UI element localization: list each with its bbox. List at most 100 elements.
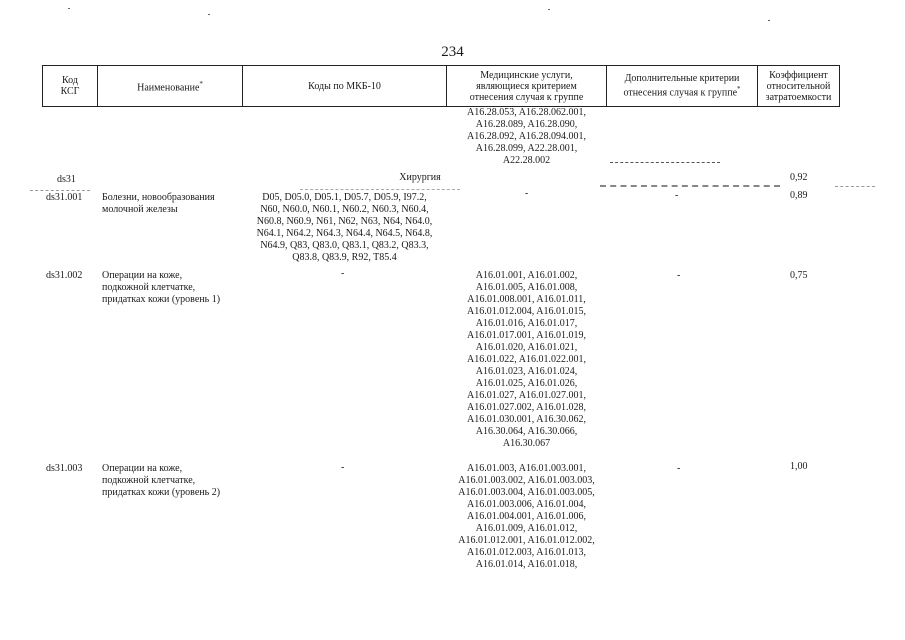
service-code-line: A16.01.009, A16.01.012,: [475, 523, 578, 534]
header-code-line: Код: [62, 75, 78, 86]
service-code-line: A16.28.089, A16.28.090,: [475, 119, 578, 130]
service-code-line: A16.01.012.001, A16.01.012.002,: [458, 535, 595, 546]
row-name-line: Операции на коже,: [102, 270, 183, 281]
row-additional: -: [677, 463, 681, 474]
row-name: Операции на коже, подкожной клетчатке, п…: [102, 270, 220, 306]
header-services: Медицинские услуги, являющиеся критерием…: [447, 66, 606, 106]
service-code-line: A16.01.008.001, A16.01.011,: [467, 294, 586, 305]
section-coef: 0,92: [790, 172, 808, 183]
service-code-line: A16.01.005, A16.01.008,: [475, 282, 578, 293]
service-code-line: A16.01.030.001, A16.30.062,: [467, 414, 586, 425]
row-services: -: [447, 188, 606, 200]
service-code-line: A16.01.003.002, A16.01.003.003,: [458, 475, 595, 486]
service-code-line: A16.01.017.001, A16.01.019,: [467, 330, 586, 341]
row-code: ds31.003: [46, 463, 83, 474]
scan-artifact: [300, 189, 460, 190]
row-additional: -: [677, 270, 681, 281]
scan-artifact: [768, 20, 770, 21]
header-coef-line: Коэффициент: [769, 69, 828, 81]
service-code-line: A16.01.016, A16.01.017,: [475, 318, 578, 329]
row-coef: 1,00: [790, 461, 808, 472]
header-coef-line: относительной: [766, 80, 831, 92]
header-name-footnote-mark: *: [199, 79, 203, 88]
scan-artifact: [610, 162, 720, 163]
service-code-line: A16.01.012.003, A16.01.013,: [467, 547, 586, 558]
mkb-code-line: N60, N60.0, N60.1, N60.2, N60.3, N60.4,: [260, 204, 429, 215]
row-name-line: молочной железы: [102, 204, 178, 215]
column-divider: [606, 65, 607, 107]
service-code-line: A16.01.003.004, A16.01.003.005,: [458, 487, 595, 498]
row-name-line: придатках кожи (уровень 2): [102, 487, 221, 498]
column-divider: [42, 65, 43, 107]
header-additional-line: отнесения случая к группе: [623, 87, 738, 99]
page-number: 234: [441, 44, 464, 60]
header-services-line: Медицинские услуги,: [480, 69, 573, 81]
row-name-line: Болезни, новообразования: [102, 192, 215, 203]
service-code-line: A16.01.001, A16.01.002,: [475, 270, 578, 281]
scan-artifact: [600, 185, 780, 187]
service-code-line: -: [524, 188, 529, 199]
service-code-line: A16.01.023, A16.01.024,: [475, 366, 578, 377]
row-services: A16.01.003, A16.01.003.001, A16.01.003.0…: [447, 463, 606, 571]
header-code-line: КСГ: [60, 86, 80, 97]
header-mkb: Коды по МКБ-10: [243, 66, 446, 106]
scan-artifact: [835, 186, 875, 187]
service-code-line: A16.01.027.002, A16.01.028,: [467, 402, 586, 413]
row-mkb: -: [341, 462, 345, 473]
service-code-line: A16.28.092, A16.28.094.001,: [467, 131, 586, 142]
row-mkb: D05, D05.0, D05.1, D05.7, D05.9, I97.2, …: [243, 192, 446, 264]
header-additional-line: Дополнительные критерии: [624, 73, 740, 85]
scan-artifact: [68, 8, 70, 9]
service-code-line: A16.01.003.006, A16.01.004,: [467, 499, 586, 510]
table-header-bottom-border: [42, 106, 840, 107]
header-code: Код КСГ: [43, 66, 97, 106]
row-name-line: придатках кожи (уровень 1): [102, 294, 221, 305]
row-code: ds31.002: [46, 270, 83, 281]
row-name-line: Операции на коже,: [102, 463, 183, 474]
row-coef: 0,75: [790, 270, 808, 281]
service-code-line: A16.01.020, A16.01.021,: [475, 342, 578, 353]
service-code-line: A16.01.027, A16.01.027.001,: [467, 390, 586, 401]
header-name: Наименование*: [98, 66, 242, 106]
mkb-code-line: Q83.8, Q83.9, R92, T85.4: [292, 252, 397, 263]
column-divider: [97, 65, 98, 107]
row-services: A16.01.001, A16.01.002, A16.01.005, A16.…: [447, 270, 606, 450]
mkb-code-line: N64.9, Q83, Q83.0, Q83.1, Q83.2, Q83.3,: [260, 240, 429, 251]
header-mkb-text: Коды по МКБ-10: [308, 80, 381, 92]
scan-artifact: [208, 14, 210, 15]
header-services-line: являющиеся критерием: [476, 80, 577, 92]
service-code-line: A16.30.067: [502, 438, 551, 449]
scan-artifact: [30, 190, 90, 191]
service-code-line: A16.01.025, A16.01.026,: [475, 378, 578, 389]
header-coef-line: затратоемкости: [765, 91, 832, 103]
service-code-line: A16.01.022, A16.01.022.001,: [467, 354, 586, 365]
row-name: Болезни, новообразования молочной железы: [102, 192, 215, 216]
table-top-border: [42, 65, 840, 66]
row-mkb: -: [341, 268, 345, 279]
header-coef: Коэффициент относительной затратоемкости: [758, 66, 839, 106]
row-additional: -: [675, 190, 679, 201]
service-code-line: A16.28.099, A22.28.001,: [475, 143, 578, 154]
header-name-text: Наименование: [137, 82, 200, 94]
column-divider: [242, 65, 243, 107]
mkb-code-line: N60.8, N60.9, N61, N62, N63, N64, N64.0,: [256, 216, 433, 227]
row-name: Операции на коже, подкожной клетчатке, п…: [102, 463, 220, 499]
header-services-line: отнесения случая к группе: [469, 91, 584, 103]
section-code: ds31: [57, 174, 76, 185]
mkb-code-line: N64.1, N64.2, N64.3, N64.4, N64.5, N64.8…: [256, 228, 433, 239]
column-divider: [446, 65, 447, 107]
service-code-line: A22.28.002: [502, 155, 551, 166]
section-title: Хирургия: [399, 172, 441, 183]
header-additional-footnote-mark: *: [737, 85, 741, 94]
row-name-line: подкожной клетчатке,: [102, 282, 196, 293]
row-name-line: подкожной клетчатке,: [102, 475, 196, 486]
service-code-line: A16.01.012.004, A16.01.015,: [467, 306, 586, 317]
service-code-line: A16.30.064, A16.30.066,: [475, 426, 578, 437]
scan-artifact: [548, 9, 550, 10]
service-code-line: A16.28.053, A16.28.062.001,: [467, 107, 586, 118]
column-divider: [757, 65, 758, 107]
column-divider: [839, 65, 840, 107]
row-coef: 0,89: [790, 190, 808, 201]
service-code-line: A16.01.004.001, A16.01.006,: [467, 511, 586, 522]
mkb-code-line: D05, D05.0, D05.1, D05.7, D05.9, I97.2,: [262, 192, 427, 203]
